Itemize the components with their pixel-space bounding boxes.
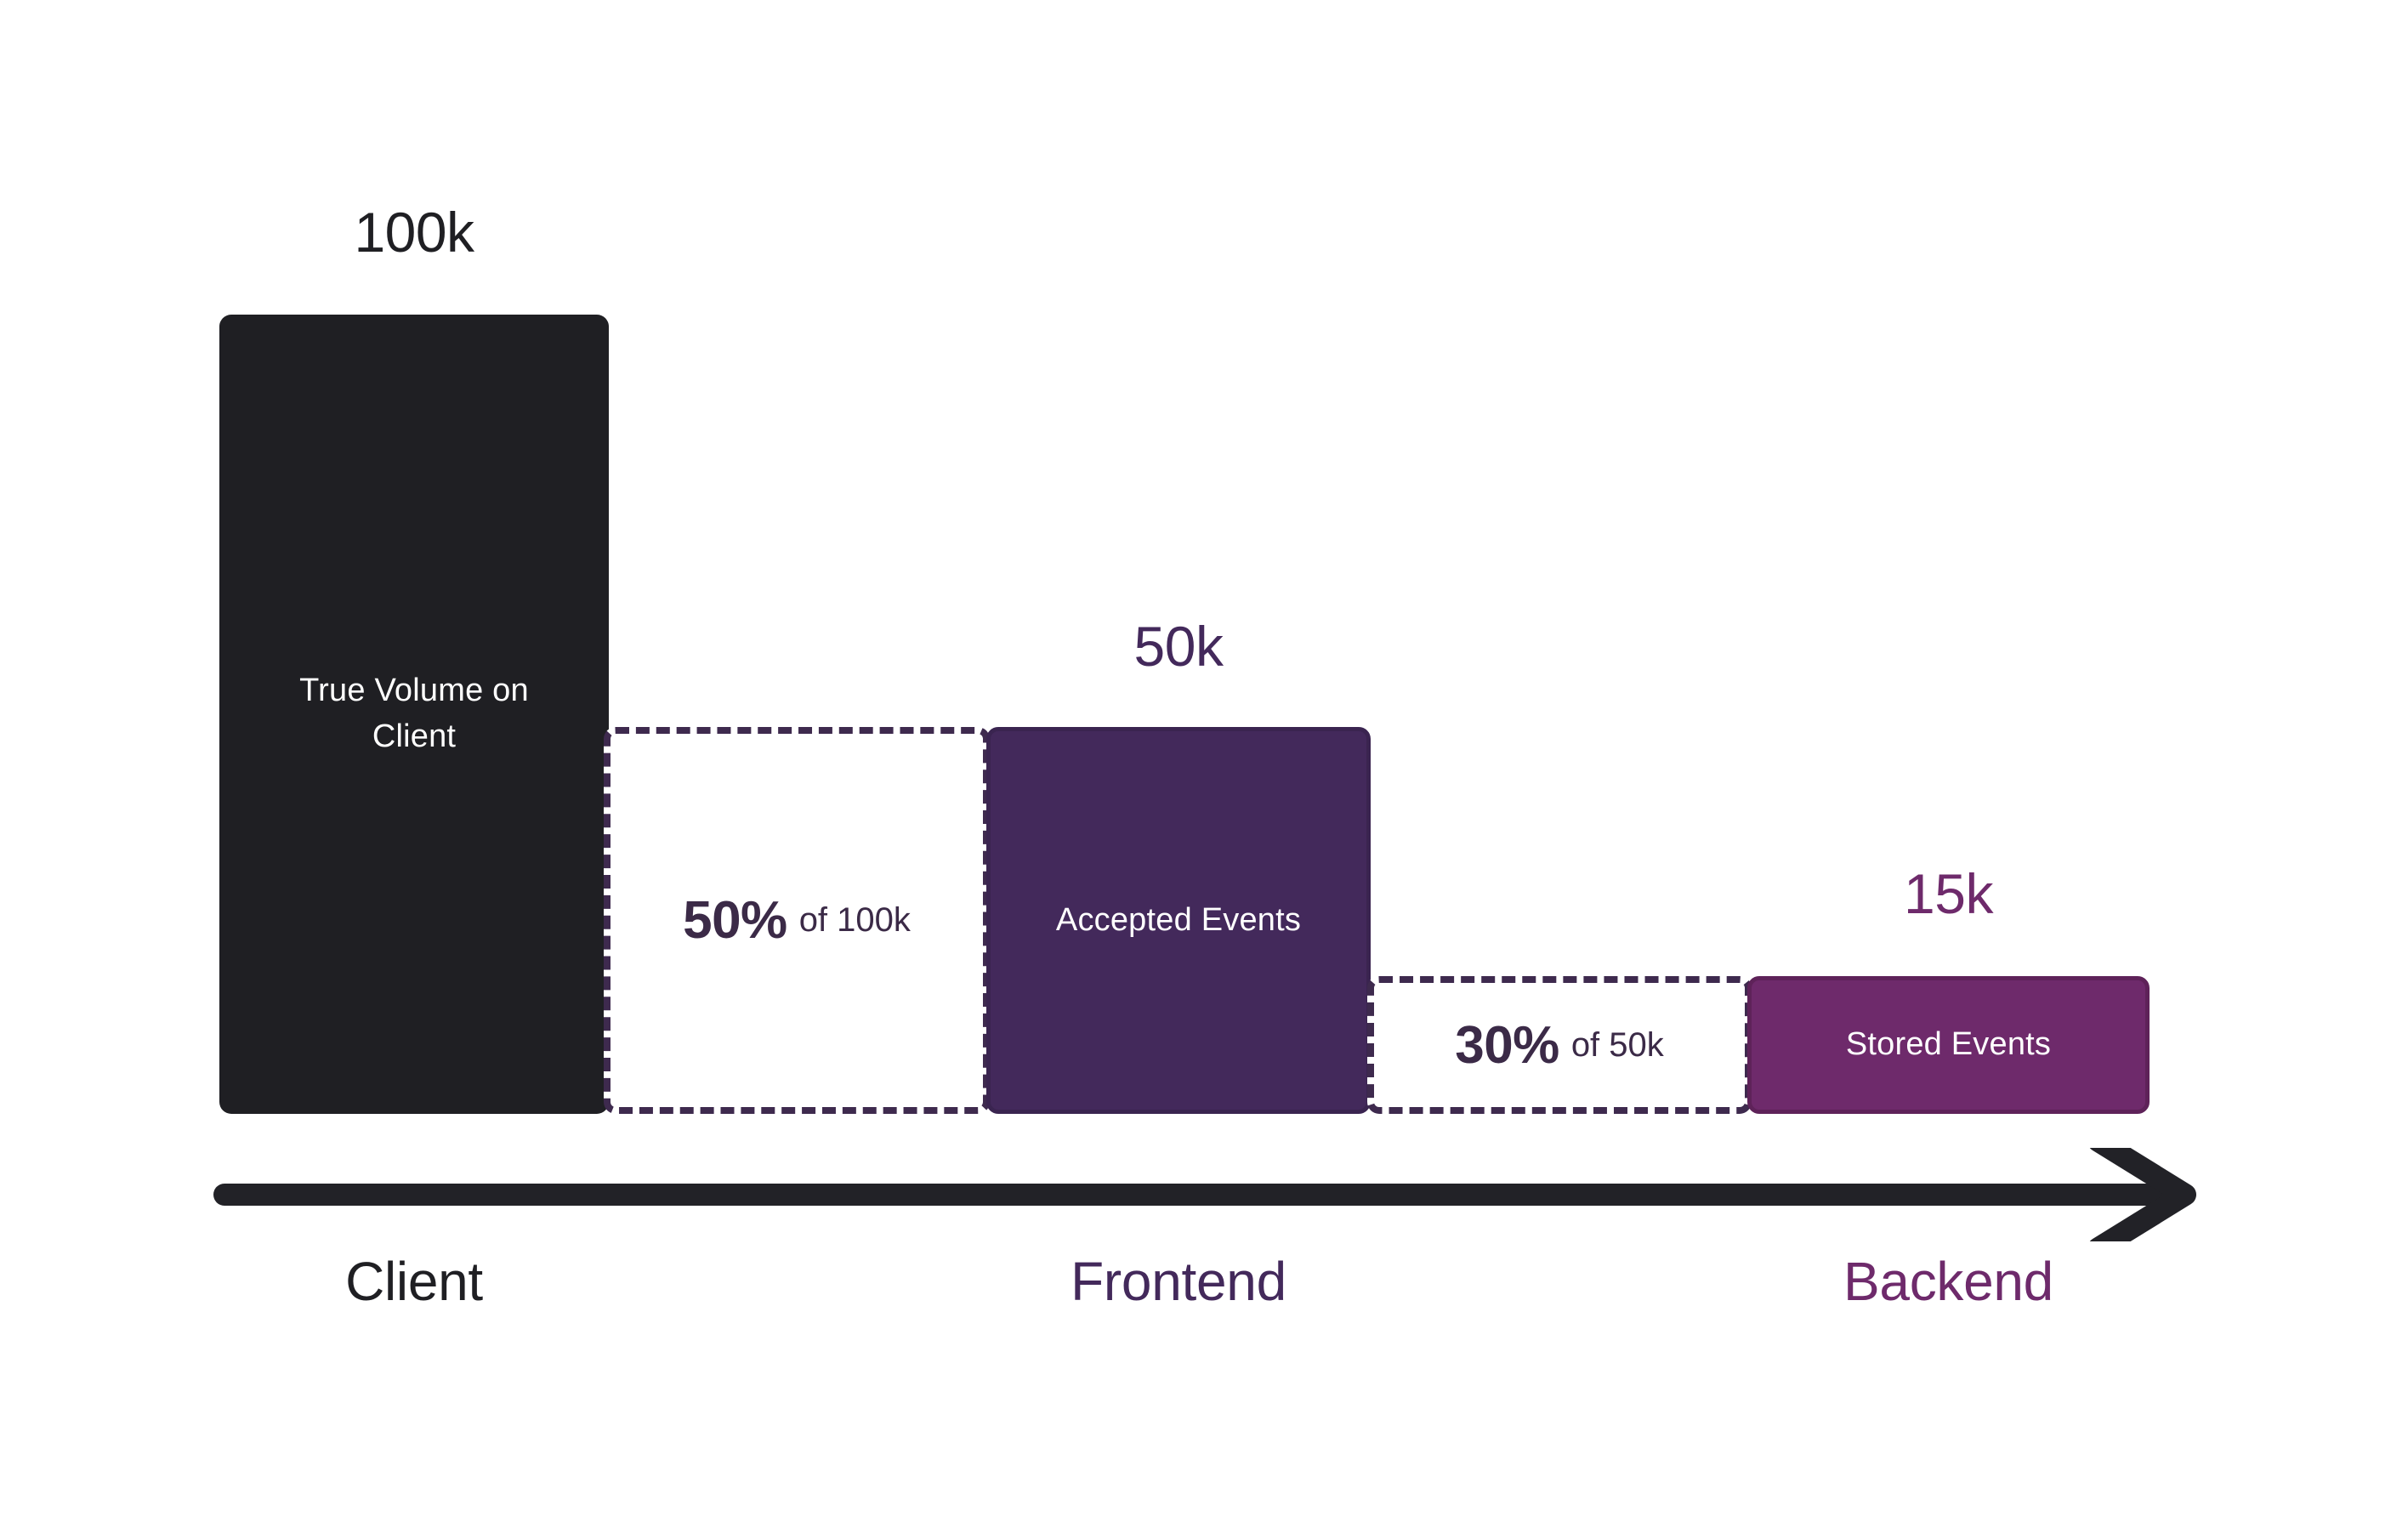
bar-label-backend: Stored Events: [1845, 1026, 2052, 1063]
bar-label-frontend: Accepted Events: [1055, 901, 1302, 938]
bar-backend: Stored Events: [1747, 976, 2150, 1114]
value-label-backend: 15k: [1904, 862, 1993, 925]
value-label-frontend: 50k: [1133, 615, 1224, 678]
drop-off-percent-2: 30%: [1455, 1015, 1559, 1075]
stage-label-backend: Backend: [1843, 1251, 2053, 1312]
stage-label-frontend: Frontend: [1071, 1251, 1286, 1312]
bar-client: True Volume on Client: [219, 315, 609, 1114]
drop-off-percent-1: 50%: [683, 891, 787, 950]
value-label-client: 100k: [354, 201, 474, 264]
bar-label-client: True Volume on Client: [299, 673, 529, 754]
axis-arrow-icon: [213, 1148, 2196, 1241]
drop-off-base-1: of 100k: [798, 901, 911, 939]
bar-frontend: Accepted Events: [986, 727, 1371, 1114]
stage-label-client: Client: [345, 1251, 483, 1312]
drop-off-box-client-to-frontend: 50% of 100k: [604, 727, 990, 1114]
drop-off-box-frontend-to-backend: 30% of 50k: [1367, 976, 1752, 1114]
drop-off-base-2: of 50k: [1570, 1025, 1664, 1064]
